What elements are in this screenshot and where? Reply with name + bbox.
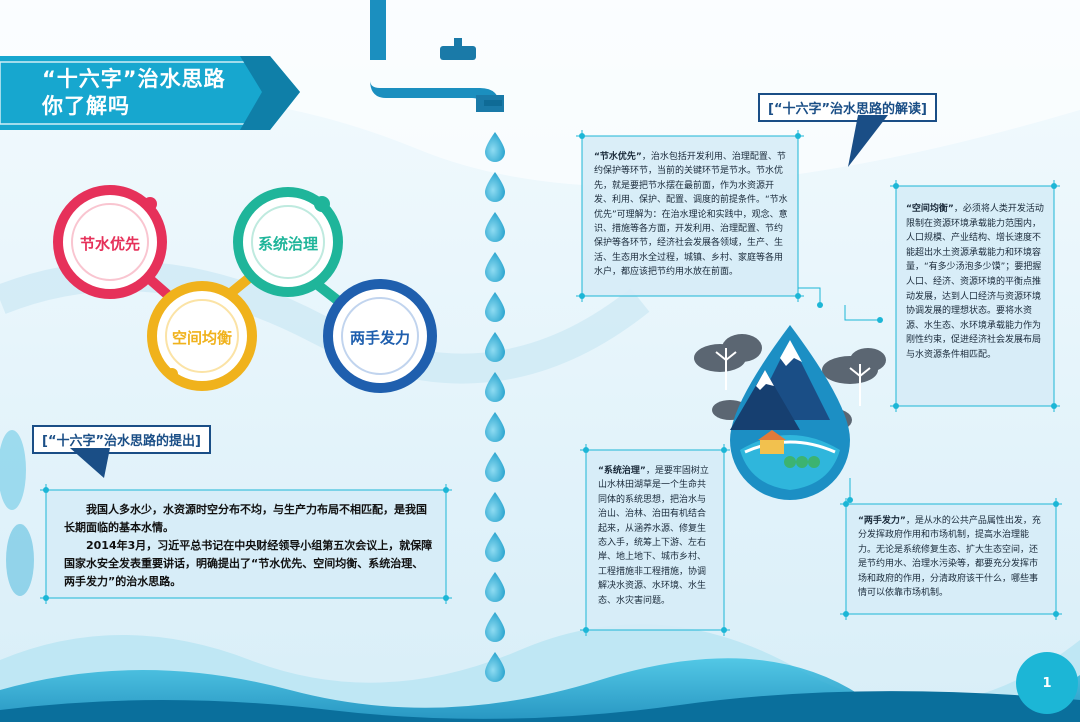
circle-label-liangshou: 两手发力 <box>349 329 410 347</box>
box-xitong-body: ，是要牢固树立山水林田湖草是一个生命共同体的系统思想，把治水与治山、治林、治田有… <box>598 466 709 606</box>
title-line-1: “十六字”治水思路 <box>42 67 226 91</box>
box-liangshou-body: ，是从水的公共产品属性出发，充分发挥政府作用和市场机制，提高水治理能力。无论是系… <box>858 516 1041 599</box>
left-para-2: 2014年3月，习近平总书记在中央财经领导小组第五次会议上，就保障国家水安全发表… <box>64 539 433 588</box>
circle-label-xitong: 系统治理 <box>257 235 318 253</box>
water-drops <box>485 132 505 682</box>
box-liangshou-text: “两手发力”，是从水的公共产品属性出发，充分发挥政府作用和市场机制，提高水治理能… <box>858 514 1046 600</box>
title-line-2: 你了解吗 <box>42 94 130 118</box>
right-section-tag: [“十六字”治水思路的解读] <box>758 93 937 122</box>
circles-diagram <box>53 185 437 393</box>
water-drop-illustration <box>694 325 886 500</box>
box-jieshui-body: ，治水包括开发利用、治理配置、节约保护等环节，当前的关键环节是节水。节水优先，就… <box>594 152 788 278</box>
box-liangshou-frame <box>840 498 1062 620</box>
title-banner <box>0 56 300 130</box>
box-kongjian-term: “空间均衡” <box>906 204 954 214</box>
box-jieshui-frame <box>576 130 804 302</box>
box-jieshui-term: “节水优先” <box>594 152 642 162</box>
left-box-frame <box>40 484 452 604</box>
tag-pointer <box>70 448 110 478</box>
circle-label-kongjian: 空间均衡 <box>171 329 232 347</box>
box-xitong-text: “系统治理”，是要牢固树立山水林田湖草是一个生命共同体的系统思想，把治水与治山、… <box>598 464 714 608</box>
box-xitong-frame <box>580 444 730 636</box>
page-title: “十六字”治水思路 你了解吗 <box>42 66 226 120</box>
left-section-text: 我国人多水少，水资源时空分布不均，与生产力布局不相匹配，是我国长期面临的基本水情… <box>64 501 434 591</box>
box-jieshui-text: “节水优先”，治水包括开发利用、治理配置、节约保护等环节，当前的关键环节是节水。… <box>594 150 790 280</box>
box-liangshou-term: “两手发力” <box>858 516 906 526</box>
box-kongjian-body: ，必须将人类开发活动限制在资源环境承载能力范围内，人口规模、产业结构、增长速度不… <box>906 204 1044 360</box>
left-para-1: 我国人多水少，水资源时空分布不均，与生产力布局不相匹配，是我国长期面临的基本水情… <box>64 503 427 534</box>
tag-pointer-right <box>848 115 888 167</box>
box-xitong-term: “系统治理” <box>598 466 646 476</box>
circle-label-jieshui: 节水优先 <box>79 235 140 253</box>
faucet-illustration <box>370 0 504 112</box>
box-kongjian-text: “空间均衡”，必须将人类开发活动限制在资源环境承载能力范围内，人口规模、产业结构… <box>906 202 1046 363</box>
left-section-tag: [“十六字”治水思路的提出] <box>32 425 211 454</box>
box-kongjian-frame <box>890 180 1060 412</box>
page-number: 1 <box>1016 652 1078 714</box>
